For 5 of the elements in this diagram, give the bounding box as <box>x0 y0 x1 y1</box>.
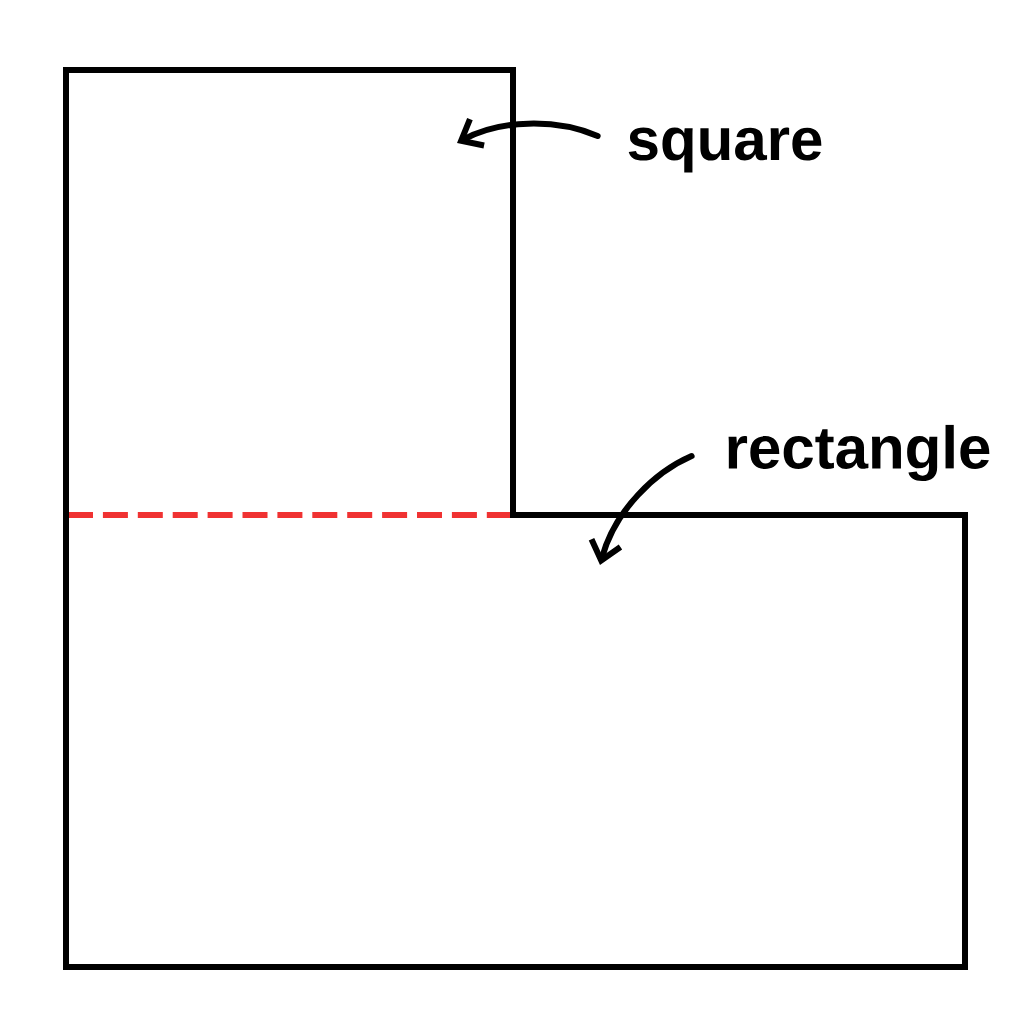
curved-arrow <box>588 453 695 565</box>
rectangle-outline <box>63 512 968 970</box>
shape-label: square <box>628 127 822 173</box>
curved-arrow <box>457 117 601 149</box>
shape-label: rectangle <box>728 424 990 482</box>
